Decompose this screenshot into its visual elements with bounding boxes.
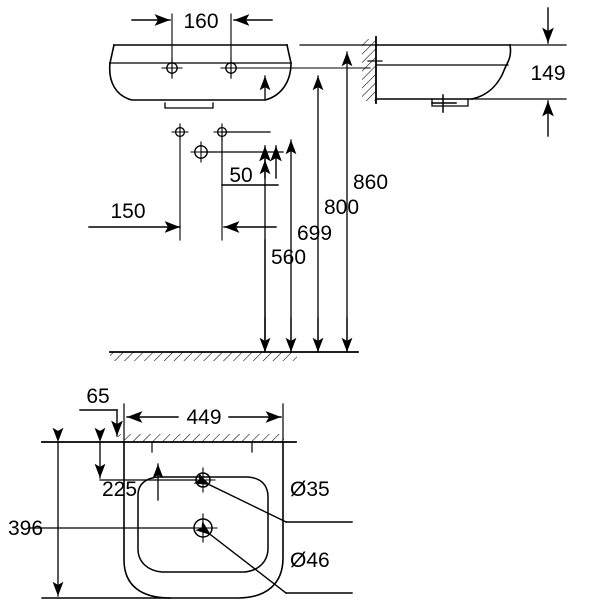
dimension-label-699: 699 — [297, 222, 332, 245]
callout-label-waste-hole: Ø46 — [290, 549, 330, 572]
basin-rim-left-edge — [109, 44, 115, 64]
plan-bowl-outline — [137, 476, 269, 573]
height-dimension-chain: 560 699 800 860 — [259, 51, 388, 353]
leader-line-tap-hole — [193, 472, 287, 523]
side-elevation-view — [299, 36, 567, 113]
dimension-150: 150 — [88, 200, 277, 233]
dimension-label-65: 65 — [86, 385, 109, 408]
dimension-label-150: 150 — [110, 200, 145, 223]
callout-label-tap-hole: Ø35 — [290, 478, 330, 501]
side-basin-front-curve — [471, 44, 512, 100]
leader-line-waste-hole — [195, 520, 287, 594]
dimension-label-560: 560 — [271, 246, 306, 269]
diameter-callouts: Ø35 Ø46 — [193, 472, 353, 594]
basin-waste-stub — [164, 102, 214, 109]
dimension-396: 396 — [8, 427, 64, 597]
dimension-149: 149 — [530, 7, 566, 137]
dimension-50: 50 — [221, 131, 282, 187]
dimension-label-225: 225 — [102, 478, 137, 501]
basin-rim-right-edge — [286, 44, 292, 64]
dimension-label-50: 50 — [229, 164, 252, 187]
dimension-label-149: 149 — [530, 62, 565, 85]
dimension-65: 65 — [79, 385, 123, 437]
tap-hole-left-marker — [161, 57, 183, 79]
dimension-449: 449 — [123, 403, 284, 441]
plan-view — [29, 434, 297, 599]
dimension-label-860: 860 — [353, 171, 388, 194]
wall-hatch — [362, 39, 376, 101]
floor-hatch — [110, 352, 297, 361]
basin-bowl-outline — [108, 62, 292, 101]
dimension-225: 225 — [94, 427, 164, 501]
side-waste-crosshair — [431, 94, 457, 113]
plan-basin-outline — [123, 441, 284, 599]
dimension-label-160: 160 — [183, 10, 218, 33]
dimension-label-449: 449 — [186, 406, 221, 429]
dimension-label-396: 396 — [8, 517, 43, 540]
plan-wall-hatch — [118, 434, 284, 442]
front-elevation-view — [108, 44, 371, 109]
floor-line — [109, 351, 359, 361]
dimension-label-800: 800 — [324, 196, 359, 219]
mounting-hole-markers — [171, 123, 284, 241]
